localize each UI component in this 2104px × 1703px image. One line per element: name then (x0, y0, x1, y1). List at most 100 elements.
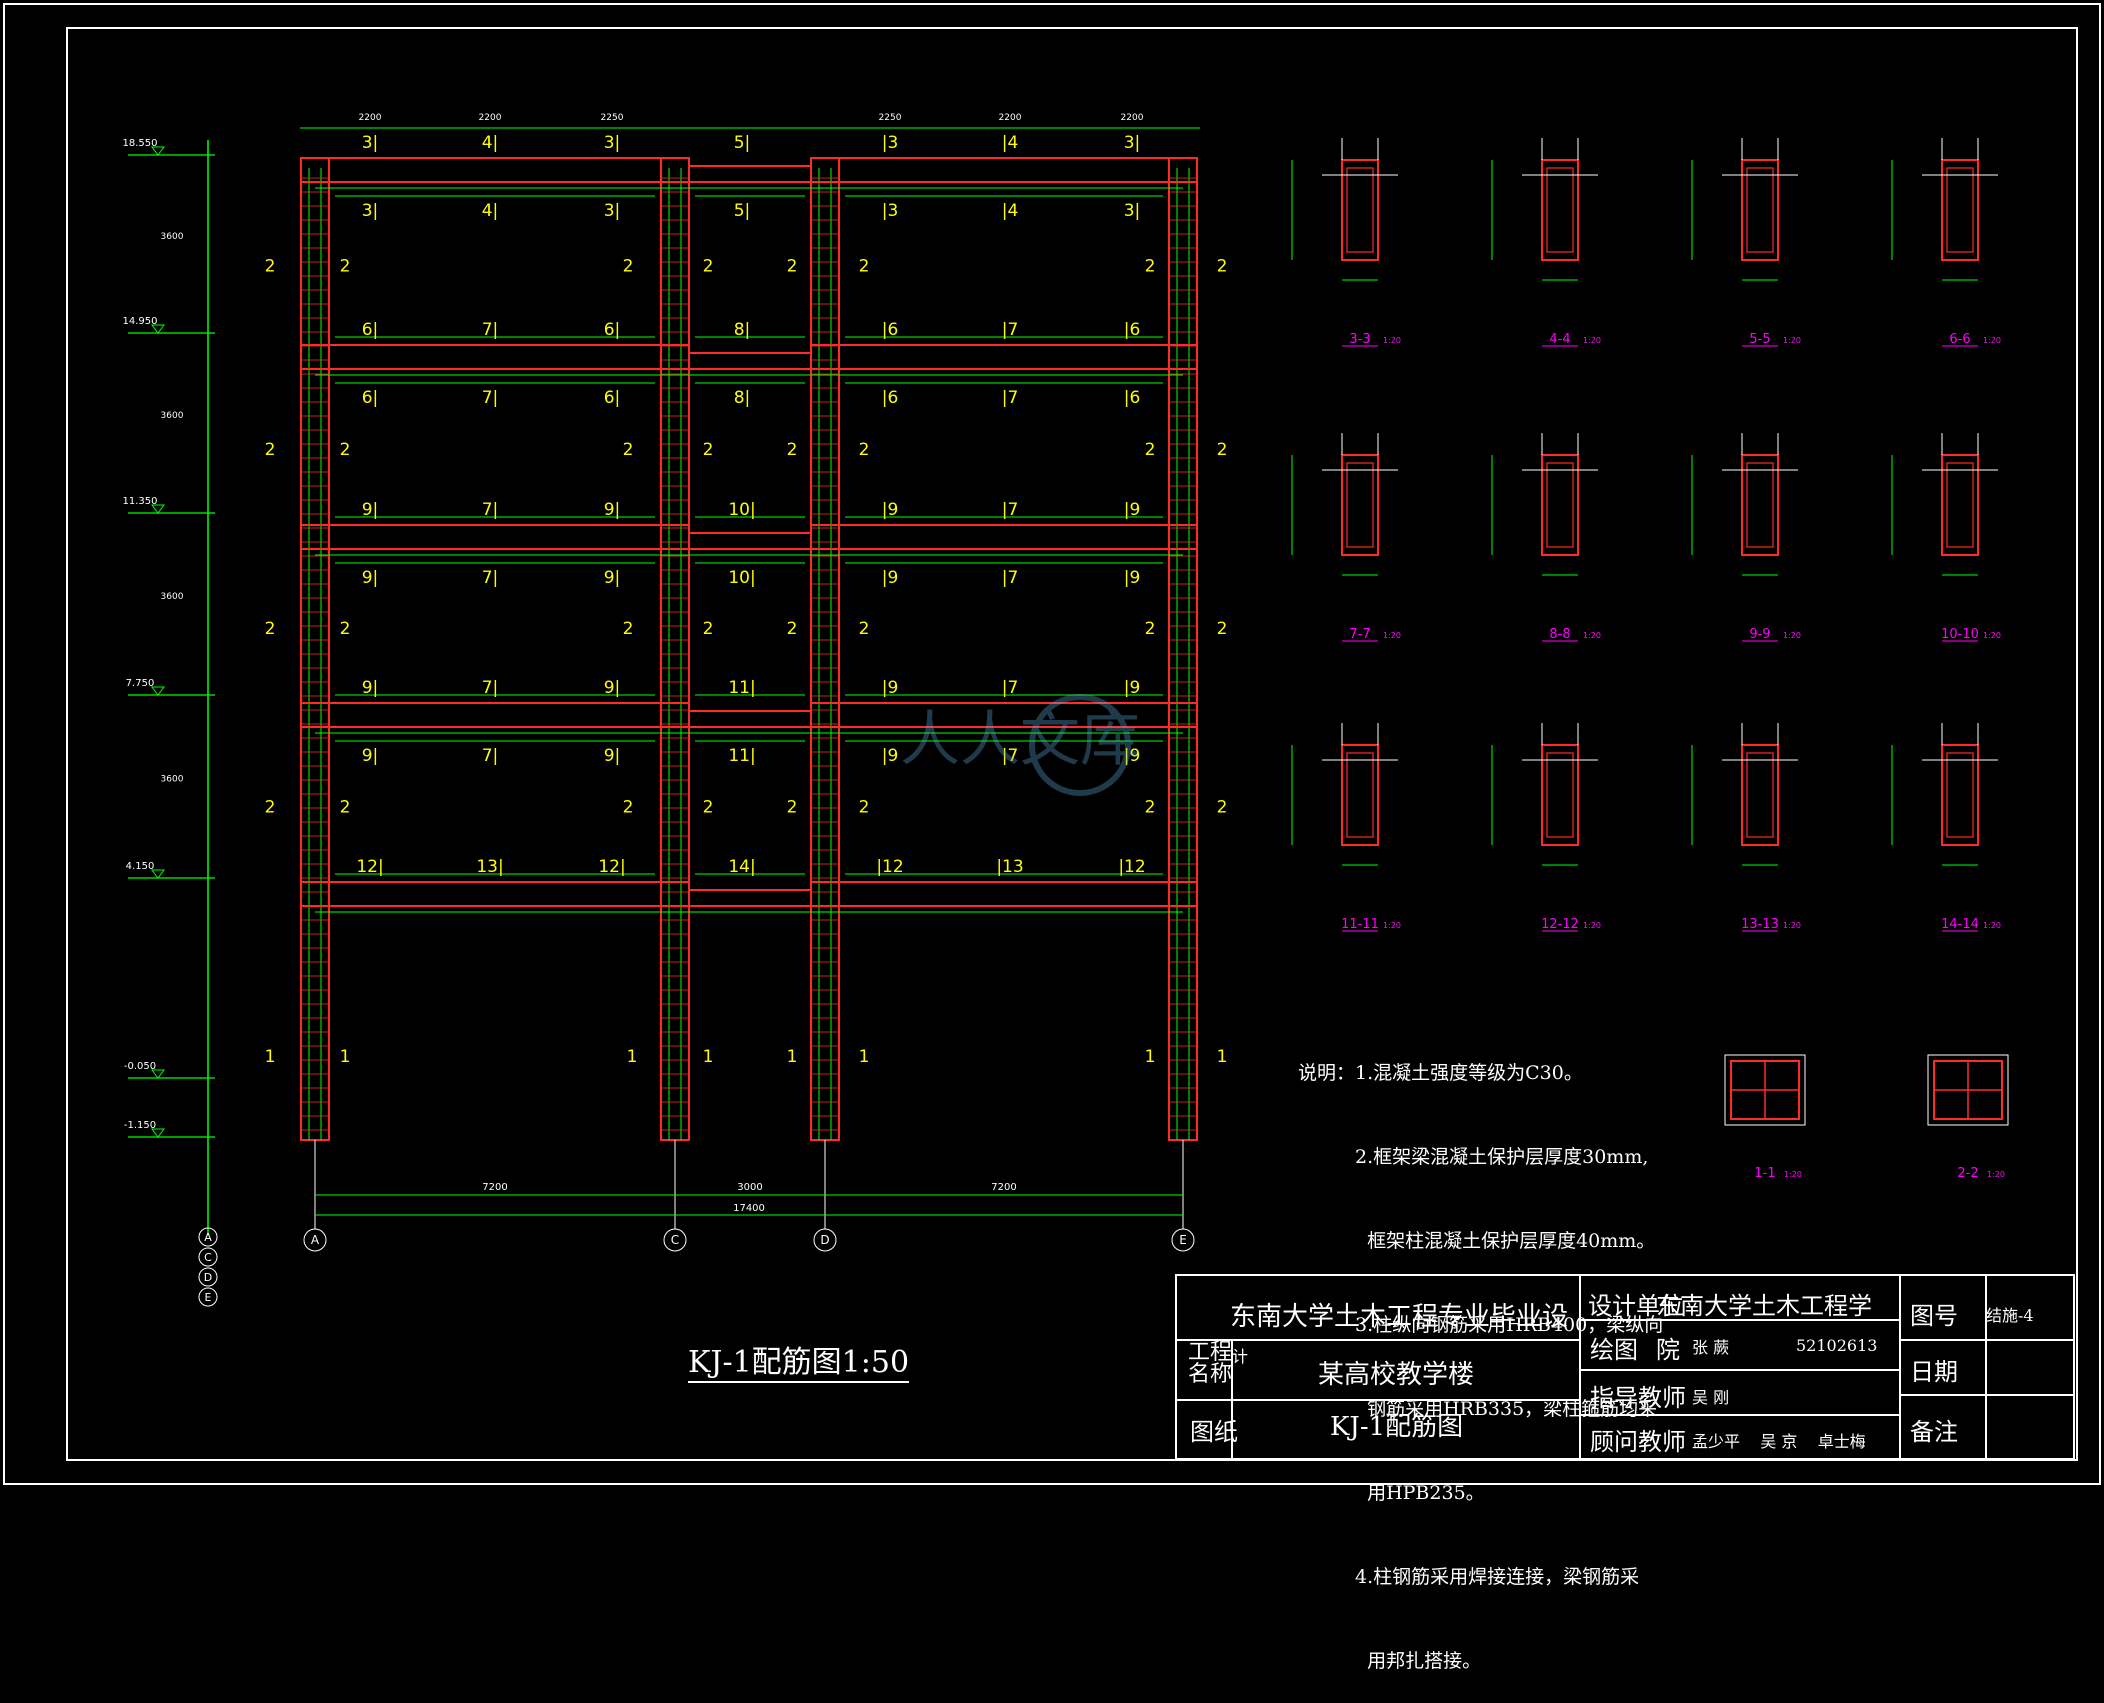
elevation-marker (151, 869, 165, 879)
section-label: 9-9 (1749, 627, 1770, 642)
top-dim-label: 2200 (359, 113, 382, 123)
tb-advisor: 吴 刚 (1692, 1388, 1730, 1407)
column-section-tag: 2 (703, 257, 714, 277)
section-scale: 1:20 (1383, 336, 1401, 345)
frame-beam (810, 524, 1198, 550)
frame-beam (810, 702, 1198, 728)
elevation-column: 18.55014.95011.3507.7504.150-0.050-1.150… (123, 138, 218, 1307)
grid-bubble-label: D (204, 1271, 212, 1284)
notes-head: 说明： (1298, 1062, 1356, 1084)
section-tag: 9| (604, 568, 621, 588)
tb-drawer-label: 绘图 (1590, 1336, 1638, 1364)
section-tag: 3| (604, 201, 621, 221)
column-section-tag: 2 (623, 440, 634, 460)
section-tag: 9| (362, 746, 379, 766)
beam-section (1741, 744, 1779, 846)
elevation-marker (151, 146, 165, 156)
beam-section-stirrup (1346, 167, 1374, 253)
section-tag: |6 (882, 388, 899, 408)
overall-dim-label: 17400 (733, 1203, 765, 1214)
top-dim-label: 2200 (999, 113, 1022, 123)
column-section-tag: 2 (623, 798, 634, 818)
column-section-tag: 2 (859, 257, 870, 277)
section-tag: |7 (1002, 388, 1019, 408)
elevation-marker (151, 324, 165, 334)
column-section-tag: 2 (1145, 440, 1156, 460)
axis-label: E (1179, 1233, 1187, 1247)
sheet-outer-border (3, 3, 2101, 1485)
tb-design-unit: 东南大学土木工程学 (1656, 1292, 1872, 1320)
beam-section (1341, 744, 1379, 846)
beam-section-stirrup (1746, 752, 1774, 838)
column-section-tag: 2 (1217, 440, 1228, 460)
section-scale: 1:20 (1983, 921, 2001, 930)
section-tag: |6 (882, 320, 899, 340)
beam-section-stirrup (1546, 462, 1574, 548)
elevation-marker (151, 504, 165, 514)
section-tag: |7 (1002, 568, 1019, 588)
column-section-tag: 2 (1217, 798, 1228, 818)
span-dim-label: 7200 (991, 1182, 1016, 1193)
column-section-tag: 2 (623, 257, 634, 277)
section-tag: 6| (362, 320, 379, 340)
beam-section (1541, 159, 1579, 261)
tb-drawer: 张 蕨 (1692, 1338, 1730, 1357)
section-label: 11-11 (1341, 917, 1379, 932)
column-section-tag: 2 (859, 440, 870, 460)
storey-height-label: 3600 (161, 775, 184, 785)
section-tag: 8| (734, 388, 751, 408)
frame-beam (688, 532, 812, 550)
section-tag: 10| (728, 500, 755, 520)
column-section-outline (1927, 1054, 2009, 1126)
column-section-tag: 2 (787, 440, 798, 460)
section-tag: 3| (604, 133, 621, 153)
grid-bubble (198, 1287, 218, 1307)
tb-remark-label: 备注 (1910, 1418, 1958, 1446)
frame-beam (688, 710, 812, 728)
frame-beam (300, 524, 690, 550)
section-tag: 5| (734, 133, 751, 153)
section-scale: 1:20 (1783, 631, 1801, 640)
section-scale: 1:20 (1783, 336, 1801, 345)
section-tag: 6| (362, 388, 379, 408)
section-tag: 7| (482, 500, 499, 520)
section-label: 4-4 (1549, 332, 1570, 347)
elevation-marker (151, 686, 165, 696)
elevation-label: 14.950 (123, 316, 158, 327)
section-scale: 1:20 (1383, 921, 1401, 930)
section-tag: |12 (876, 857, 903, 877)
column-section-tag: 2 (703, 798, 714, 818)
section-tag: 9| (362, 500, 379, 520)
column-section-tag: 2 (703, 619, 714, 639)
section-tag: 5| (734, 201, 751, 221)
column-section-tag: 1 (340, 1047, 351, 1067)
tb-drawing-name: KJ-1配筋图 (1330, 1412, 1464, 1442)
elevation-marker (151, 1128, 165, 1138)
section-tag: |7 (1002, 678, 1019, 698)
section-label: 5-5 (1749, 332, 1770, 347)
column-section-tag: 1 (859, 1047, 870, 1067)
section-scale: 1:20 (1983, 631, 2001, 640)
section-tag: 6| (604, 388, 621, 408)
beam-section (1741, 454, 1779, 556)
section-tag: 11| (728, 678, 755, 698)
beam-section-stirrup (1746, 167, 1774, 253)
section-tag: |9 (1124, 746, 1141, 766)
section-tag: 3| (1124, 133, 1141, 153)
grid-bubble (198, 1267, 218, 1287)
beam-section (1341, 159, 1379, 261)
frame-beam (688, 352, 812, 370)
frame-column (1168, 157, 1198, 1141)
section-tag: |7 (1002, 500, 1019, 520)
beam-section-stirrup (1346, 462, 1374, 548)
section-tag: 3| (362, 201, 379, 221)
elevation-label: 11.350 (123, 496, 158, 507)
beam-section (1541, 744, 1579, 846)
section-tag: |4 (1002, 133, 1019, 153)
section-tag: 9| (362, 678, 379, 698)
frame-beam (300, 157, 690, 183)
section-scale: 1:20 (1583, 921, 1601, 930)
span-dim-label: 7200 (482, 1182, 507, 1193)
